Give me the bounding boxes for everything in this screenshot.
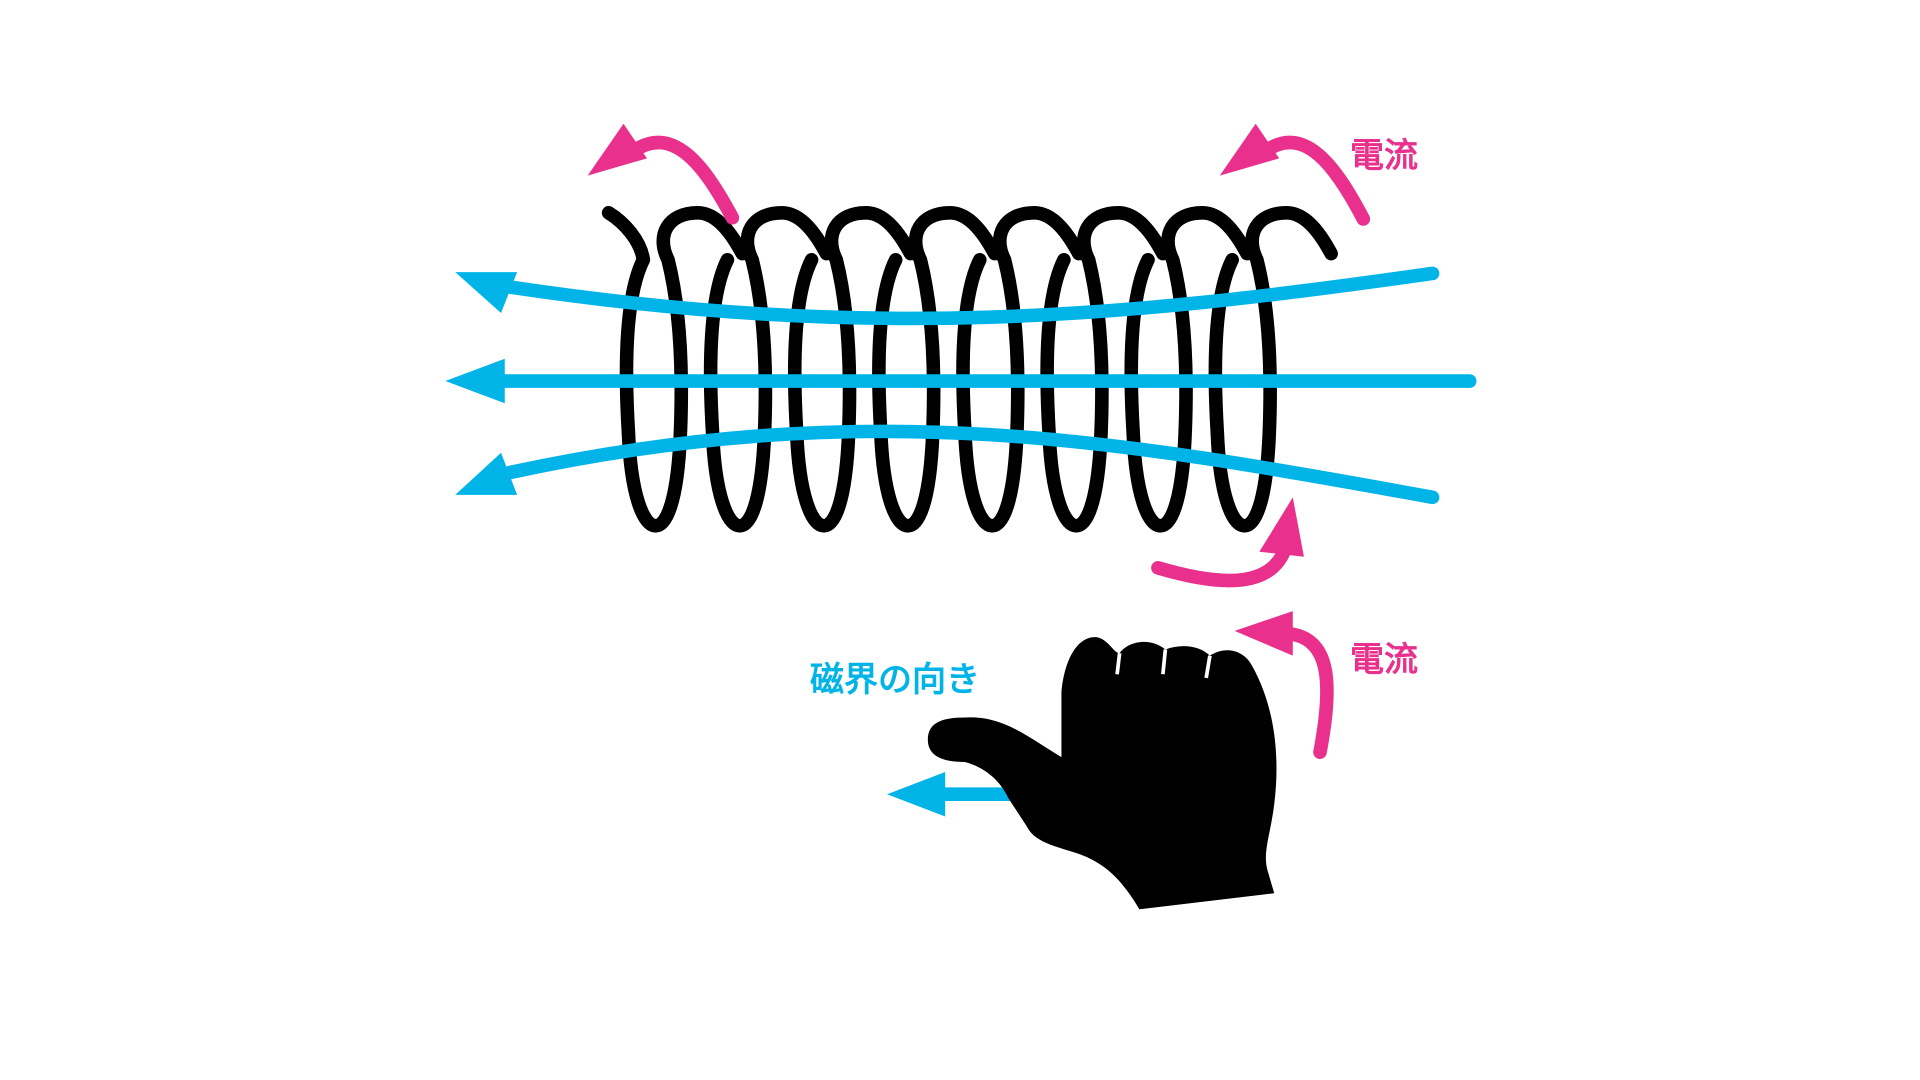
- current-label-top: 電流: [1350, 136, 1418, 176]
- current-arrow-hand: [1279, 626, 1334, 759]
- current-arrows: [626, 135, 1371, 759]
- current-arrow-top-right: [1258, 135, 1371, 226]
- right-hand-icon: [927, 637, 1277, 910]
- arrowhead-bottom-coil: [1259, 497, 1304, 557]
- coil: [601, 205, 1338, 533]
- current-arrow-bottom-coil: [1151, 537, 1294, 588]
- current-label-bottom: 電流: [1350, 640, 1418, 680]
- arrowhead-top: [455, 272, 518, 313]
- arrowhead-bottom: [455, 452, 518, 495]
- arrowhead-hand: [1234, 611, 1293, 656]
- coil-turn: [1124, 205, 1254, 533]
- arrowhead-top-right: [1219, 123, 1280, 176]
- field-line-top: [502, 266, 1440, 326]
- coil-lead: [601, 205, 651, 267]
- current-arrow-top-left: [626, 135, 740, 225]
- arrowhead-middle: [445, 358, 505, 404]
- coil-turn: [1208, 205, 1338, 533]
- coil-turn: [787, 205, 918, 533]
- arrowhead-hand: [887, 771, 946, 817]
- coil-turn: [872, 205, 1002, 533]
- arrowhead-top-left: [587, 123, 648, 176]
- field-line-bottom: [502, 424, 1440, 505]
- field-direction-label: 磁界の向き: [810, 660, 980, 700]
- field-arrowheads: [445, 272, 946, 817]
- current-arrowheads: [587, 123, 1304, 656]
